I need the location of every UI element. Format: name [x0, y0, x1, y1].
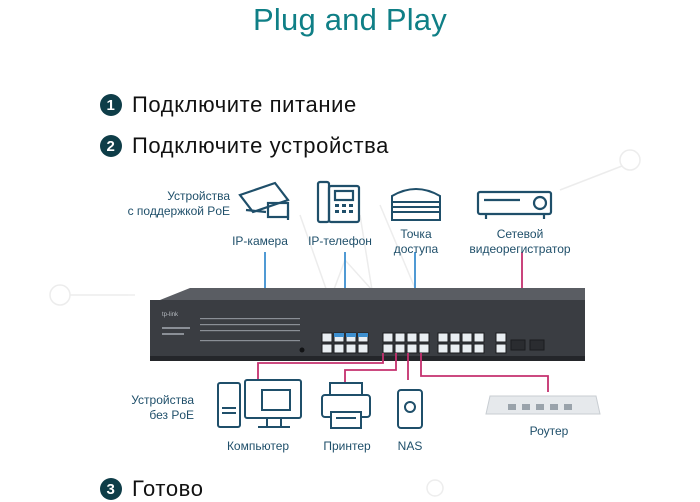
computer-icon [217, 379, 302, 428]
poe-group-label: Устройства с поддержкой PoE [102, 189, 230, 219]
device-label-printer: Принтер [323, 439, 371, 453]
ip-camera-icon [238, 181, 290, 220]
step-label: Подключите питание [132, 92, 357, 117]
non-poe-connection-lines [257, 353, 549, 392]
device-label-router: Роутер [529, 424, 569, 438]
poe-group-label-line2: с поддержкой PoE [127, 204, 230, 218]
non-poe-group-label-line1: Устройства [131, 393, 194, 407]
network-switch: tp-link [150, 288, 585, 361]
device-label-line1: Сетевой [496, 227, 544, 241]
device-label-nas: NAS [397, 439, 423, 453]
device-label-ip-phone: IP-телефон [308, 234, 372, 248]
page-title: Plug and Play [253, 2, 447, 37]
non-poe-group-label: Устройства без PoE [118, 393, 194, 423]
access-point-icon [391, 188, 441, 221]
non-poe-group-label-line2: без PoE [149, 408, 194, 422]
step-1: 1 Подключите питание [100, 92, 357, 118]
device-label-access-point: Точка доступа [386, 227, 446, 257]
device-label-line2: видеорегистратор [469, 242, 571, 256]
poe-group-label-line1: Устройства [167, 189, 230, 203]
router-icon [485, 395, 601, 415]
device-label-line2: доступа [393, 242, 439, 256]
step-number: 3 [100, 478, 122, 500]
device-label-computer: Компьютер [226, 439, 290, 453]
svg-text:tp-link: tp-link [162, 312, 179, 318]
nas-icon [397, 389, 423, 429]
step-2: 2 Подключите устройства [100, 133, 389, 159]
step-number: 1 [100, 94, 122, 116]
step-number: 2 [100, 135, 122, 157]
step-label: Готово [132, 476, 204, 501]
device-label-nvr: Сетевой видеорегистратор [458, 227, 582, 257]
step-label: Подключите устройства [132, 133, 389, 158]
ip-phone-icon [316, 180, 361, 224]
printer-icon [321, 382, 371, 429]
device-label-ip-camera: IP-камера [232, 234, 288, 248]
device-label-line1: Точка [400, 227, 432, 241]
step-3: 3 Готово [100, 476, 204, 502]
switch-ports [321, 332, 545, 354]
nvr-icon [476, 190, 553, 219]
